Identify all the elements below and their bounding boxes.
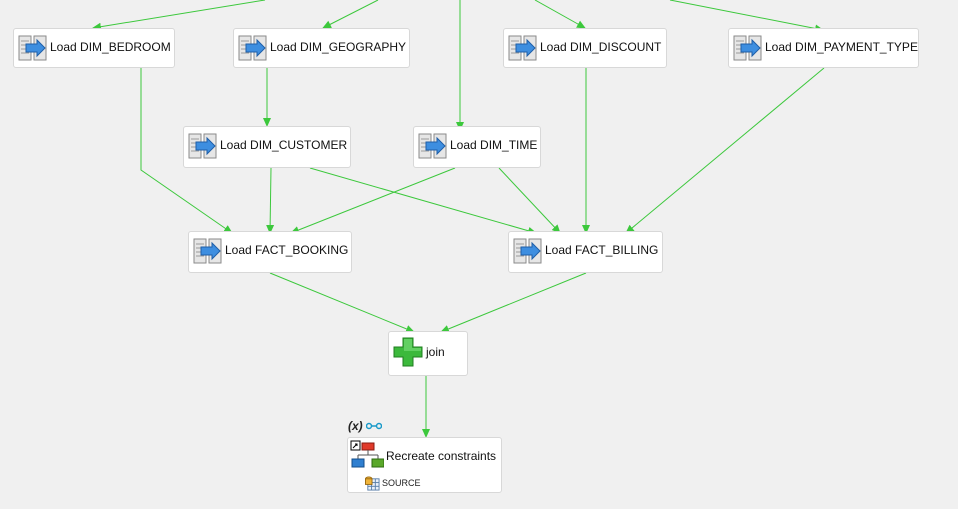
edge-dim-time-to-fact-booking <box>290 167 456 234</box>
edge-fact-billing-to-join <box>440 272 587 333</box>
node-load-dim-geography[interactable]: Load DIM_GEOGRAPHY <box>233 28 410 68</box>
source-label: SOURCE <box>382 478 421 488</box>
join-plus-icon <box>393 337 423 367</box>
node-label: Load DIM_BEDROOM <box>50 40 171 54</box>
node-load-dim-customer[interactable]: Load DIM_CUSTOMER <box>183 126 351 168</box>
node-label: Load DIM_TIME <box>450 138 538 152</box>
load-table-icon <box>513 238 542 264</box>
node-recreate-constraints[interactable]: Recreate constraints SOURCE <box>347 437 502 493</box>
load-table-icon <box>18 35 47 61</box>
edge-top-to-dim-payment-type <box>669 0 824 33</box>
edge-fact-booking-to-join <box>269 272 415 333</box>
node-load-dim-bedroom[interactable]: Load DIM_BEDROOM <box>13 28 175 68</box>
node-label: Load DIM_CUSTOMER <box>220 138 348 152</box>
load-table-icon <box>188 133 217 159</box>
node-load-fact-booking[interactable]: Load FACT_BOOKING <box>188 231 352 273</box>
node-label: Load DIM_GEOGRAPHY <box>270 40 407 54</box>
node-label: Load DIM_DISCOUNT <box>540 40 662 54</box>
source-db-icon <box>365 476 380 491</box>
load-table-icon <box>508 35 537 61</box>
node-load-fact-billing[interactable]: Load FACT_BILLING <box>508 231 663 273</box>
edge-dim-bedroom-to-fact-booking <box>140 68 233 234</box>
edge-dim-time-to-fact-billing <box>498 167 561 234</box>
edge-top-to-dim-discount <box>534 0 586 29</box>
node-join[interactable]: join <box>388 331 468 376</box>
node-label: Recreate constraints <box>386 449 497 463</box>
load-table-icon <box>418 133 447 159</box>
node-load-dim-discount[interactable]: Load DIM_DISCOUNT <box>503 28 667 68</box>
edge-top-to-dim-geography <box>322 0 379 29</box>
edge-dim-customer-to-fact-billing <box>309 167 537 235</box>
node-load-dim-payment-type[interactable]: Load DIM_PAYMENT_TYPE <box>728 28 919 68</box>
link-icon <box>366 422 382 430</box>
load-table-icon <box>238 35 267 61</box>
node-label: join <box>426 345 445 359</box>
load-table-icon <box>733 35 762 61</box>
edge-dim-customer-to-fact-booking <box>266 167 275 234</box>
node-load-dim-time[interactable]: Load DIM_TIME <box>413 126 541 168</box>
edge-top-to-dim-bedroom <box>92 0 266 31</box>
node-label: Load DIM_PAYMENT_TYPE <box>765 40 918 54</box>
procedure-hierarchy-icon <box>350 440 384 468</box>
node-label: Load FACT_BOOKING <box>225 243 349 257</box>
variables-marker: (x) <box>348 419 363 433</box>
edge-dim-payment-type-to-fact-billing <box>625 67 825 234</box>
node-label: Load FACT_BILLING <box>545 243 659 257</box>
load-table-icon <box>193 238 222 264</box>
